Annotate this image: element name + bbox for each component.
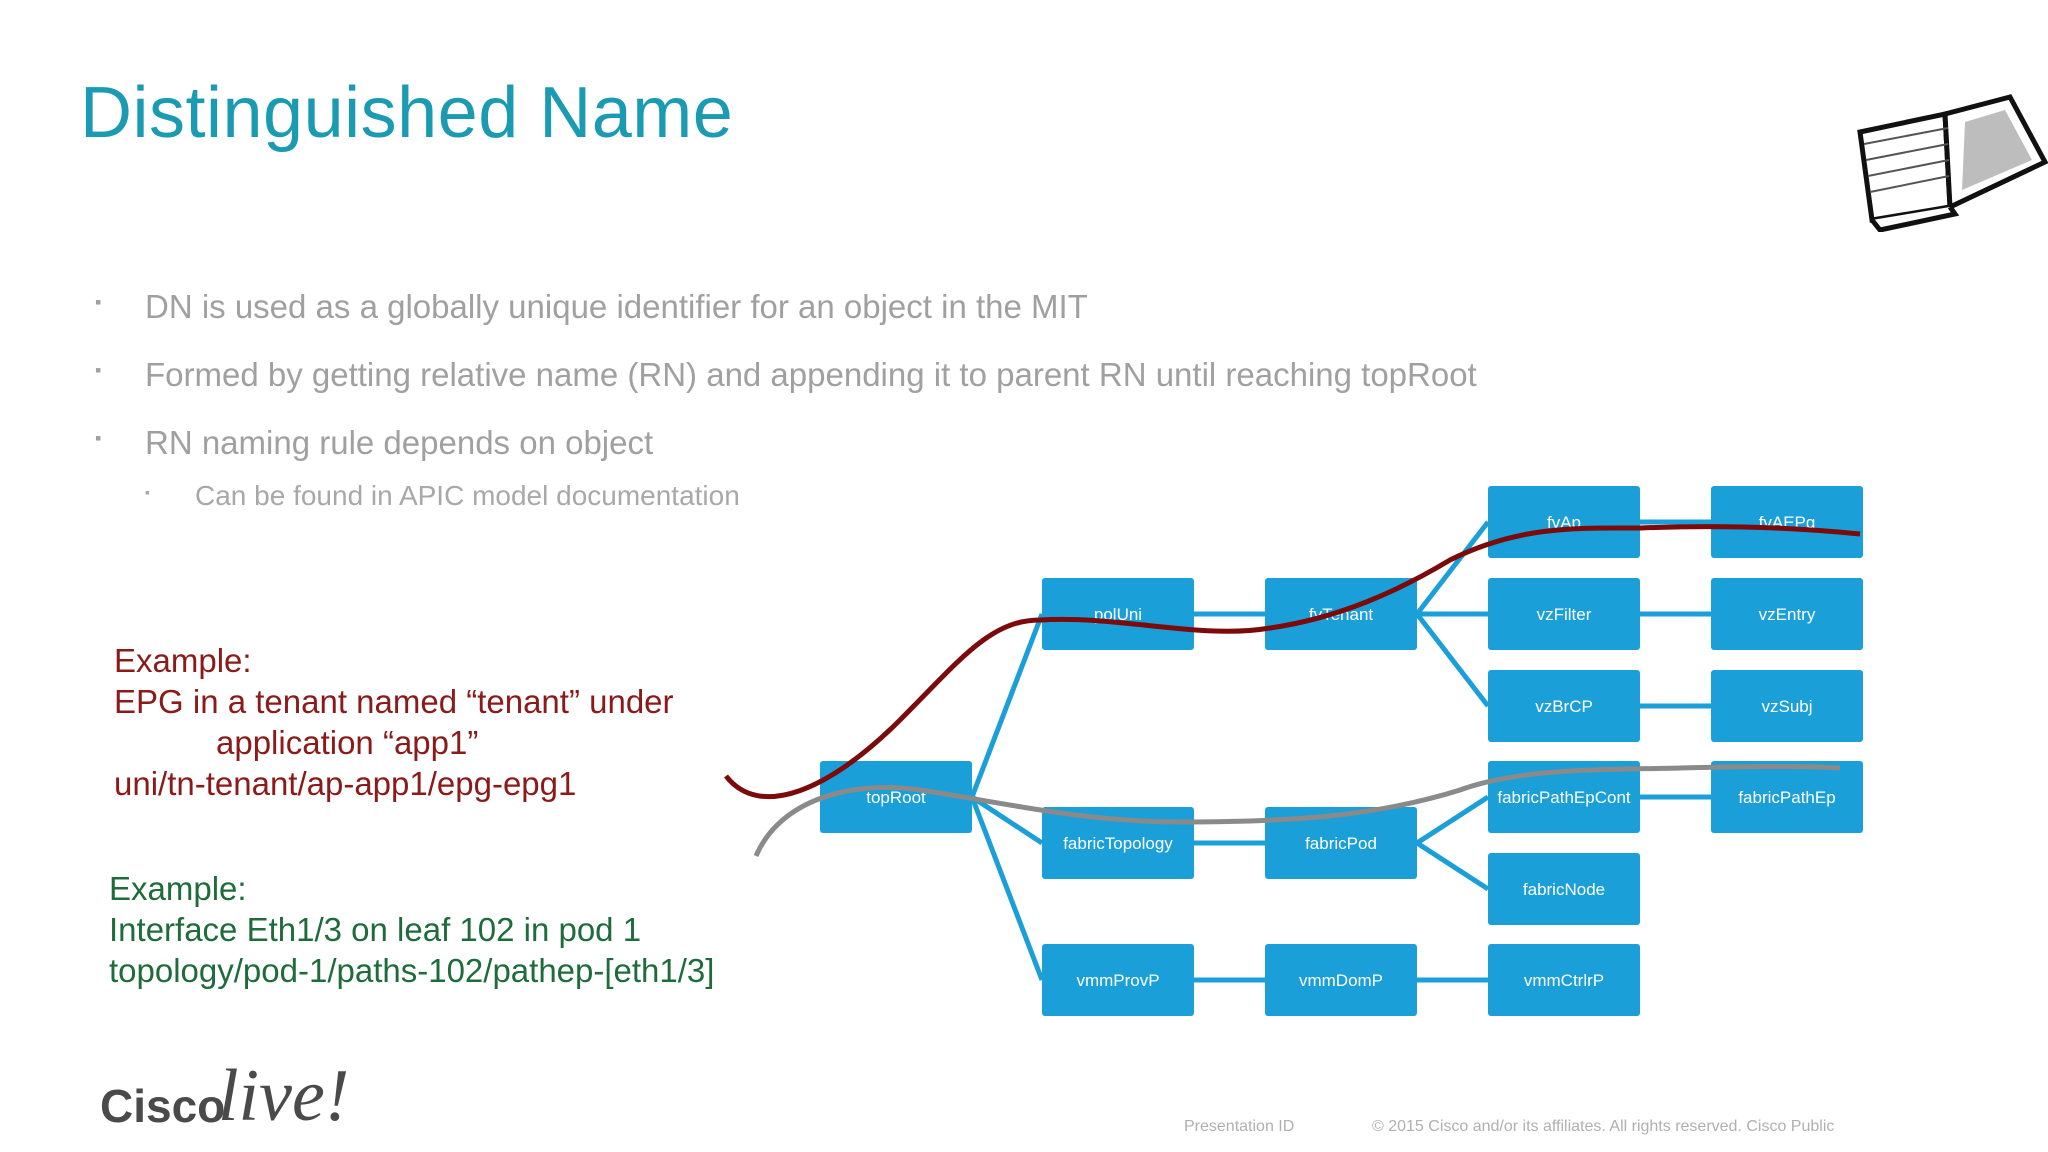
example-line: Interface Eth1/3 on leaf 102 in pod 1 xyxy=(109,911,642,948)
tree-node-fabricPathEpCont: fabricPathEpCont xyxy=(1488,761,1640,833)
tree-node-fabricTopology: fabricTopology xyxy=(1042,807,1194,879)
bullet-item: DN is used as a globally unique identifi… xyxy=(95,288,1595,326)
logo-event: live! xyxy=(218,1055,349,1137)
tree-node-box xyxy=(1488,486,1640,558)
tree-node-box xyxy=(1042,807,1194,879)
example-dn: uni/tn-tenant/ap-app1/epg-epg1 xyxy=(114,765,577,802)
tree-node-box xyxy=(1488,578,1640,650)
example-line: application “app1” xyxy=(216,724,479,761)
open-book-icon xyxy=(1857,94,2048,232)
tree-node-box xyxy=(1488,853,1640,925)
tree-node-label: vzSubj xyxy=(1761,697,1812,716)
tree-node-box xyxy=(1265,944,1417,1016)
tree-node-label: vzBrCP xyxy=(1535,697,1593,716)
tree-node-box xyxy=(1265,807,1417,879)
logo-brand: Cisco xyxy=(100,1080,225,1132)
tree-node-label: fabricPathEpCont xyxy=(1497,788,1631,807)
tree-node-fabricPod: fabricPod xyxy=(1265,807,1417,879)
bullet-item: Formed by getting relative name (RN) and… xyxy=(95,356,1595,394)
tree-node-fabricPathEp: fabricPathEp xyxy=(1711,761,1863,833)
tree-edge-topRoot-vmmProvP xyxy=(969,796,1045,981)
tree-node-box xyxy=(1488,944,1640,1016)
tree-node-label: fabricTopology xyxy=(1063,834,1173,853)
tree-node-label: fabricNode xyxy=(1523,880,1605,899)
tree-node-vzSubj: vzSubj xyxy=(1711,670,1863,742)
tree-node-box xyxy=(1711,486,1863,558)
tree-node-vzEntry: vzEntry xyxy=(1711,578,1863,650)
tree-node-label: fvTenant xyxy=(1309,605,1374,624)
tree-edge-fvTenant-fvAp xyxy=(1415,520,1490,616)
tree-node-fvAEPg: fvAEPg xyxy=(1711,486,1863,558)
tree-node-label: fabricPathEp xyxy=(1738,788,1835,807)
tree-node-vzFilter: vzFilter xyxy=(1488,578,1640,650)
example-interface: Example: Interface Eth1/3 on leaf 102 in… xyxy=(109,868,714,991)
bullet-list: DN is used as a globally unique identifi… xyxy=(95,288,1595,512)
tree-node-label: vmmDomP xyxy=(1299,971,1383,990)
bullet-item: RN naming rule depends on object xyxy=(95,424,1595,462)
tree-edge-fabricPod-fabricNode xyxy=(1415,840,1490,892)
tree-node-vmmCtrlrP: vmmCtrlrP xyxy=(1488,944,1640,1016)
tree-edge-topRoot-fabricTopology xyxy=(970,794,1044,846)
tree-node-label: vzFilter xyxy=(1537,605,1592,624)
sub-bullet-item: Can be found in APIC model documentation xyxy=(145,480,1595,512)
tree-node-box xyxy=(820,761,972,833)
tree-node-label: vmmProvP xyxy=(1076,971,1159,990)
tree-node-label: fabricPod xyxy=(1305,834,1377,853)
tree-node-label: vzEntry xyxy=(1759,605,1816,624)
tree-node-label: topRoot xyxy=(866,788,926,807)
footer-presentation-id: Presentation ID xyxy=(1184,1118,1295,1135)
slide-title: Distinguished Name xyxy=(80,73,734,153)
tree-node-box xyxy=(1711,761,1863,833)
tree-node-box xyxy=(1711,670,1863,742)
example-epg: Example: EPG in a tenant named “tenant” … xyxy=(114,640,674,804)
cisco-live-logo: Cisco live! xyxy=(100,1055,349,1137)
tree-node-box xyxy=(1042,578,1194,650)
tree-node-box xyxy=(1488,761,1640,833)
example-heading: Example: xyxy=(109,870,247,907)
tree-node-fabricNode: fabricNode xyxy=(1488,853,1640,925)
tree-node-box xyxy=(1711,578,1863,650)
tree-edge-fvTenant-vzBrCP xyxy=(1415,612,1490,708)
tree-node-fvAp: fvAp xyxy=(1488,486,1640,558)
tree-node-vmmDomP: vmmDomP xyxy=(1265,944,1417,1016)
tree-edge-topRoot-polUni xyxy=(969,613,1045,798)
interface-path-highlight xyxy=(753,764,1841,857)
tree-node-box xyxy=(1488,670,1640,742)
tree-node-label: vmmCtrlrP xyxy=(1524,971,1604,990)
tree-node-polUni: polUni xyxy=(1042,578,1194,650)
epg-path-highlight xyxy=(724,524,1861,800)
example-dn: topology/pod-1/paths-102/pathep-[eth1/3] xyxy=(109,952,715,989)
tree-node-box xyxy=(1042,944,1194,1016)
tree-node-topRoot: topRoot xyxy=(820,761,972,833)
example-line: EPG in a tenant named “tenant” under xyxy=(114,683,674,720)
footer-copyright: © 2015 Cisco and/or its affiliates. All … xyxy=(1372,1118,1835,1135)
tree-edge-fabricPod-fabricPathEpCont xyxy=(1415,794,1490,846)
tree-node-vzBrCP: vzBrCP xyxy=(1488,670,1640,742)
example-heading: Example: xyxy=(114,642,252,679)
tree-node-vmmProvP: vmmProvP xyxy=(1042,944,1194,1016)
